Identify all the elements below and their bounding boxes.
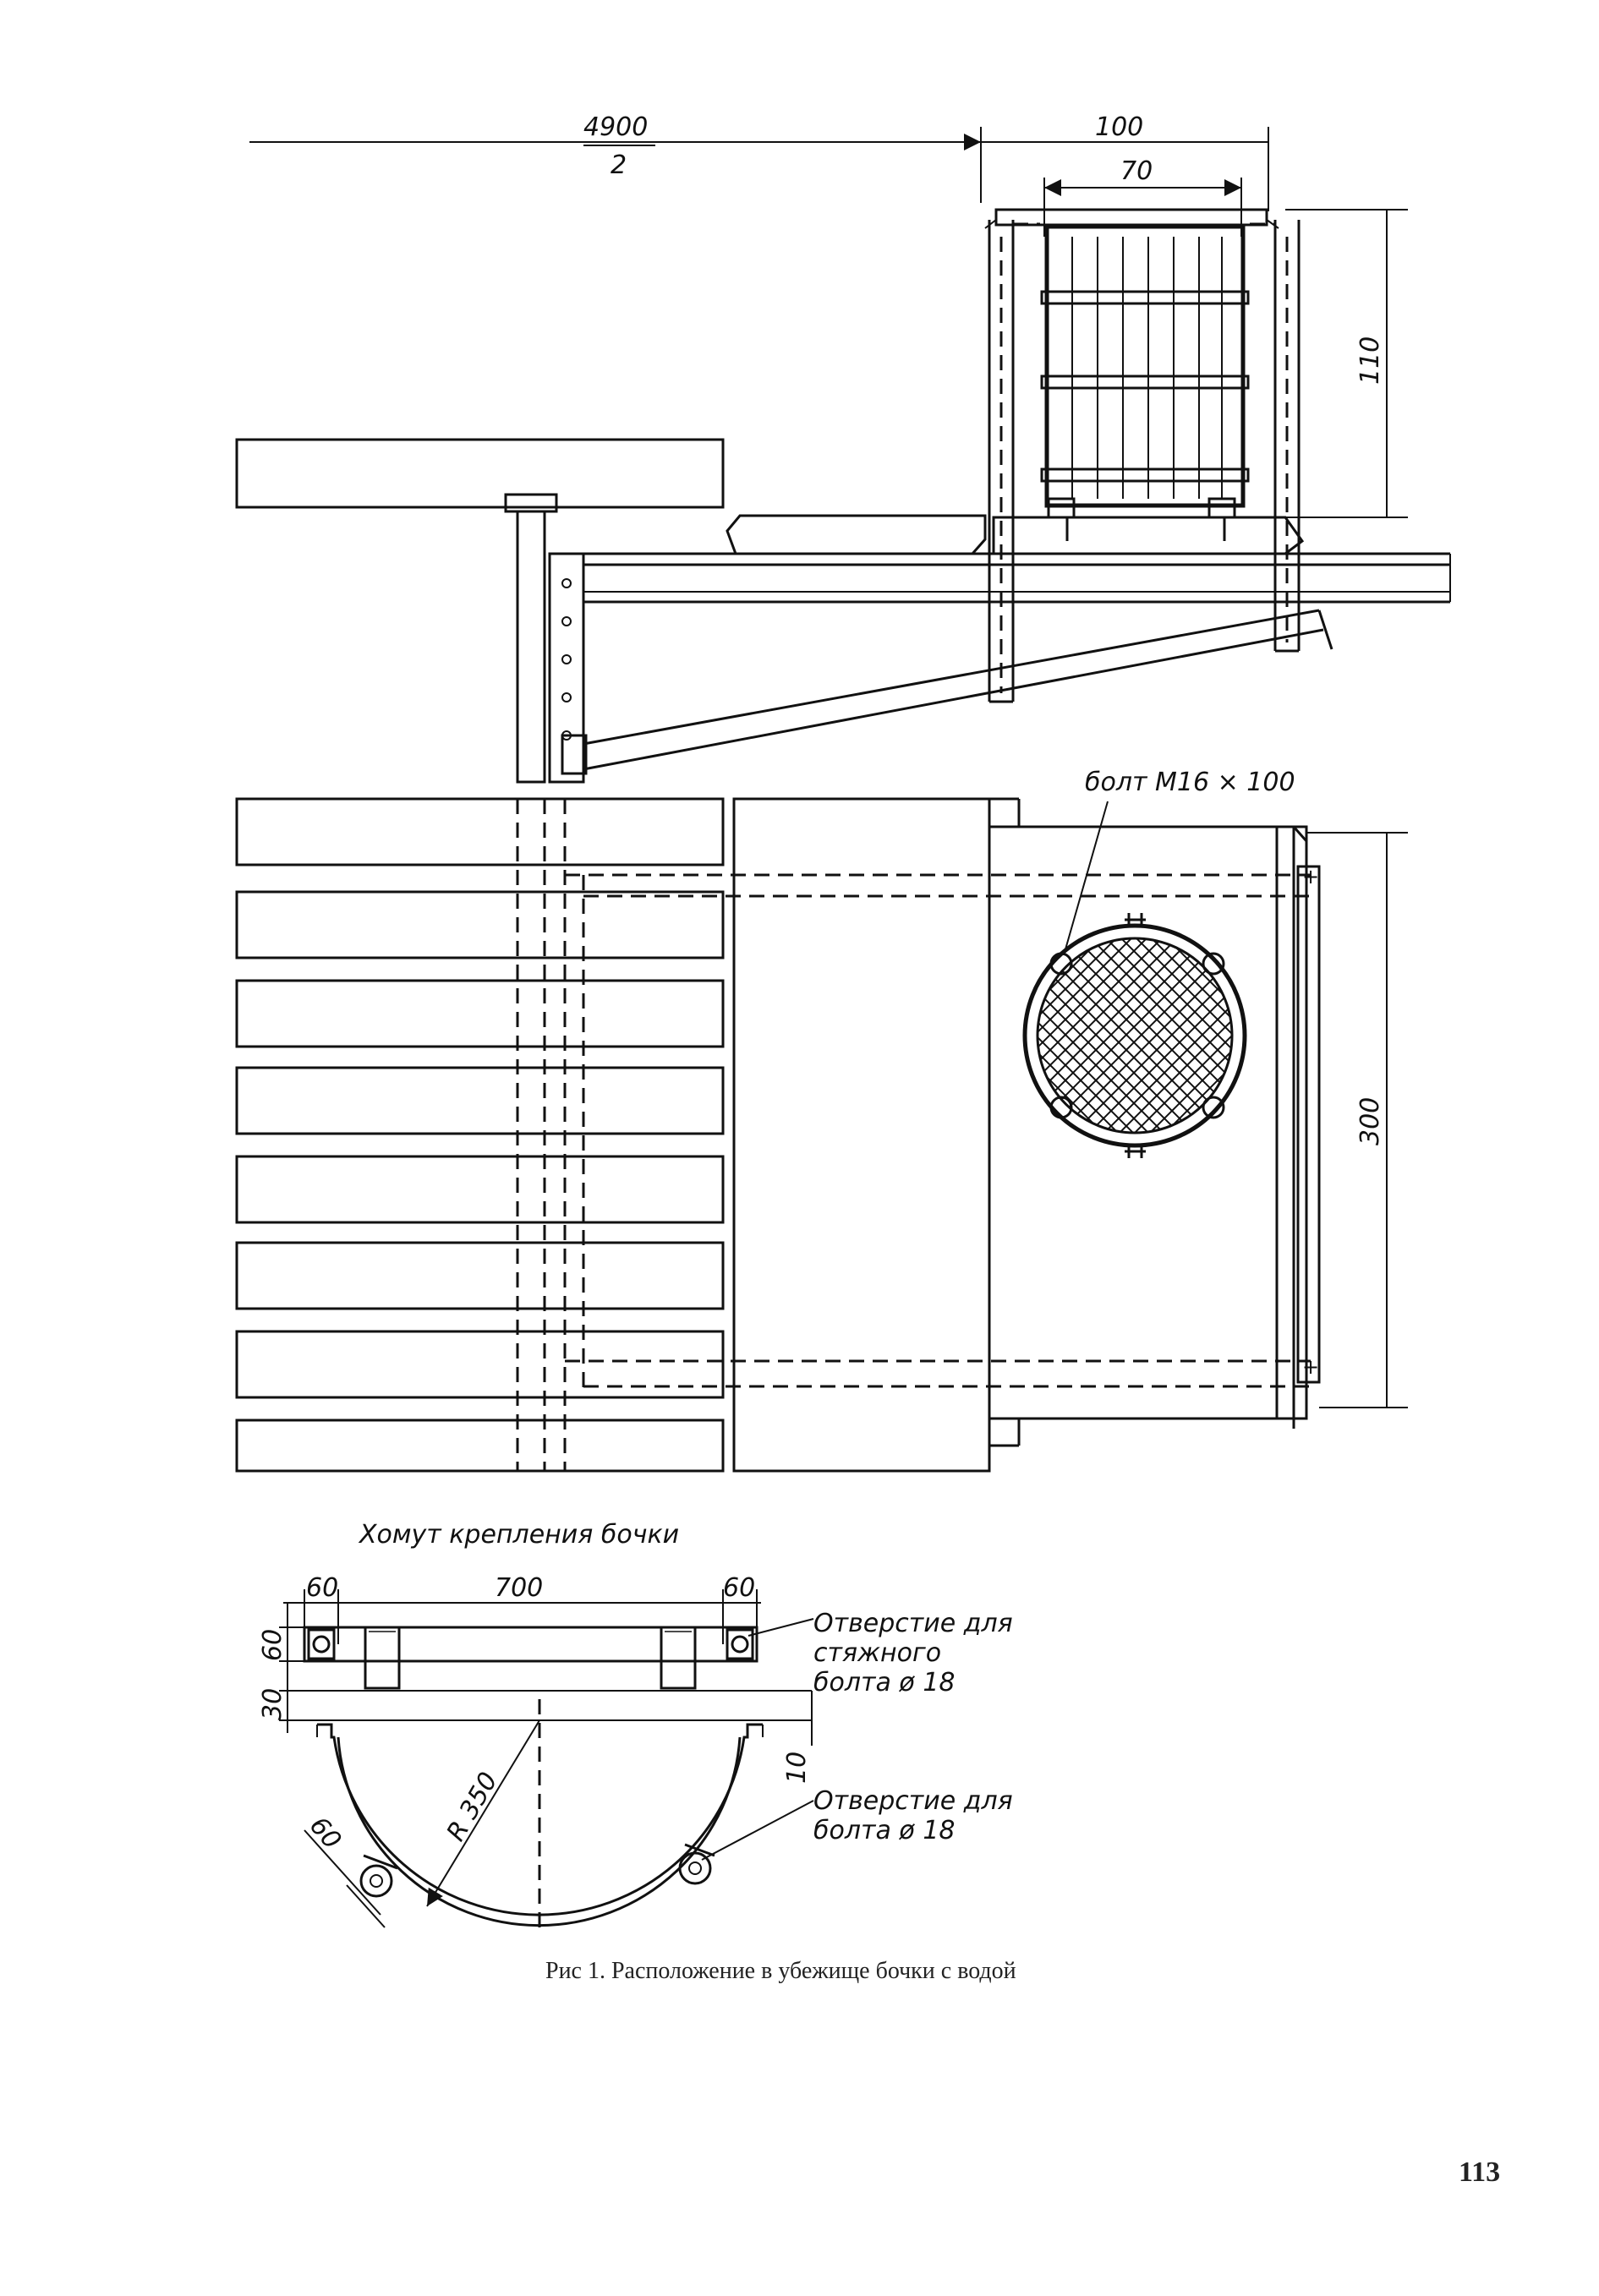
dim-clamp-end-left: 60	[306, 1573, 338, 1603]
barrel-plan-mesh	[1036, 937, 1234, 1134]
concrete-slab	[726, 514, 987, 555]
dim-plan-depth: 300	[1355, 1097, 1385, 1145]
barrel	[1040, 224, 1250, 541]
dim-clamp-end-right: 60	[723, 1573, 755, 1603]
hole-tie-note-1: Отверстие для	[813, 1609, 1013, 1638]
hole-bolt-note-1: Отверстие для	[813, 1786, 1013, 1816]
vertical-post	[516, 510, 546, 784]
hole-bolt-note-2: болта ø 18	[813, 1816, 956, 1845]
barrel-plan-outline	[1022, 923, 1247, 1148]
dim-clamp-offset: 10	[782, 1752, 812, 1784]
svg-text:+: +	[1302, 1355, 1319, 1379]
elevation-view: 4900 2 100 70 110	[235, 112, 1451, 784]
post-cap	[504, 493, 558, 513]
clamp-title: Хомут крепления бочки	[358, 1520, 679, 1550]
svg-text:+: +	[1302, 865, 1319, 888]
clamp-detail: Хомут крепления бочки 60 700 60 60 30 От…	[258, 1520, 1013, 1928]
wall-beam	[235, 438, 725, 509]
slab-plan	[732, 797, 991, 1473]
figure-caption: Рис 1. Расположение в убежище бочки с во…	[545, 1958, 1016, 1984]
dim-clamp-gap: 30	[258, 1688, 287, 1720]
hole-tie-note-2: стяжного	[813, 1638, 941, 1668]
bolt-label: болт М16 × 100	[1085, 768, 1295, 797]
dim-half-span-denominator: 2	[611, 150, 627, 180]
hole-tie-note-3: болта ø 18	[813, 1668, 956, 1697]
dim-clamp-radius: R 350	[441, 1768, 504, 1846]
dim-support-width: 100	[1095, 112, 1143, 142]
plan-view: + + болт М16 × 100 300	[235, 768, 1408, 1473]
barrel-lid	[994, 208, 1268, 227]
dim-half-span: 4900	[583, 112, 648, 142]
page-number: 113	[1459, 2157, 1500, 2188]
support-platform	[988, 825, 1308, 1420]
dim-barrel-width: 70	[1120, 156, 1153, 186]
dim-barrel-height: 110	[1355, 336, 1385, 385]
dim-clamp-length: 700	[495, 1573, 543, 1603]
dim-lug-size: 60	[304, 1812, 347, 1856]
dim-clamp-height: 60	[258, 1629, 287, 1661]
clamp-bar	[303, 1626, 758, 1663]
